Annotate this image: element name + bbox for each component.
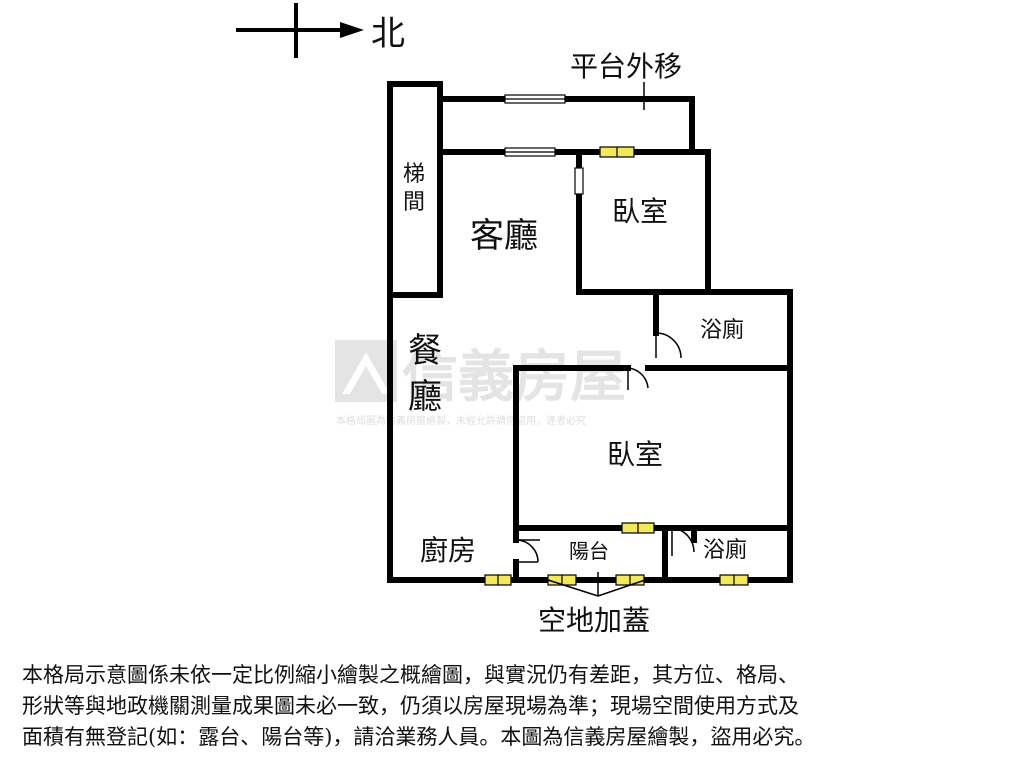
window-icon [621, 522, 655, 534]
label-kitchen: 廚房 [420, 534, 476, 567]
label-stairwell-char1: 梯 [403, 162, 425, 187]
walls [387, 81, 793, 583]
disclaimer-line-1: 本格局示意圖係未依一定比例縮小繪製之概繪圖，與實況仍有差距，其方位、格局、 [22, 663, 799, 687]
door-swing-icon [627, 367, 649, 390]
label-bathroom-north: 浴廁 [700, 318, 744, 343]
sliding-door-icon [574, 167, 584, 195]
label-living-room: 客廳 [470, 216, 538, 256]
watermark: 信義房屋 本格局圖為信義房屋繪製，未經允許請勿盜用，違者必究 [335, 340, 626, 427]
label-bedroom-north: 臥室 [612, 195, 668, 228]
label-bathroom-south: 浴廁 [703, 538, 747, 563]
floor-plan: 信義房屋 本格局圖為信義房屋繪製，未經允許請勿盜用，違者必究 北 [236, 3, 793, 637]
label-balcony: 陽台 [569, 539, 609, 563]
window-icons [484, 146, 749, 586]
label-stairwell: 梯 間 [403, 162, 425, 215]
window-icon [615, 574, 645, 586]
label-dining-char2: 廳 [408, 377, 442, 417]
window-icon [547, 574, 577, 586]
disclaimer: 本格局示意圖係未依一定比例縮小繪製之概繪圖，與實況仍有差距，其方位、格局、 形狀… [22, 660, 1012, 753]
door-swing-icon [655, 332, 682, 359]
label-dining-char1: 餐 [408, 331, 442, 371]
door-swing-icons [515, 332, 695, 597]
label-stairwell-char2: 間 [403, 190, 425, 215]
door-swing-icon [671, 527, 695, 556]
window-icon [719, 574, 749, 586]
window-icon [484, 574, 512, 586]
label-vacant-land-addition: 空地加蓋 [538, 604, 650, 637]
label-bedroom-main: 臥室 [607, 438, 663, 471]
label-platform-moved-out: 平台外移 [570, 50, 682, 83]
brand-logo-icon [335, 340, 397, 402]
door-swing-icon [515, 539, 540, 563]
label-dining-room: 餐 廳 [408, 331, 442, 417]
watermark-note: 本格局圖為信義房屋繪製，未經允許請勿盜用，違者必究 [336, 414, 586, 427]
disclaimer-line-3: 面積有無登記(如：露台、陽台等)，請洽業務人員。本圖為信義房屋繪製，盜用必究。 [22, 725, 816, 749]
disclaimer-line-2: 形狀等與地政機關測量成果圖未必一致，仍須以房屋現場為準；現場空間使用方式及 [22, 694, 799, 718]
window-icon [599, 146, 635, 158]
north-label: 北 [371, 14, 405, 54]
sliding-door-icon [504, 94, 566, 157]
north-arrow-icon [236, 3, 364, 58]
